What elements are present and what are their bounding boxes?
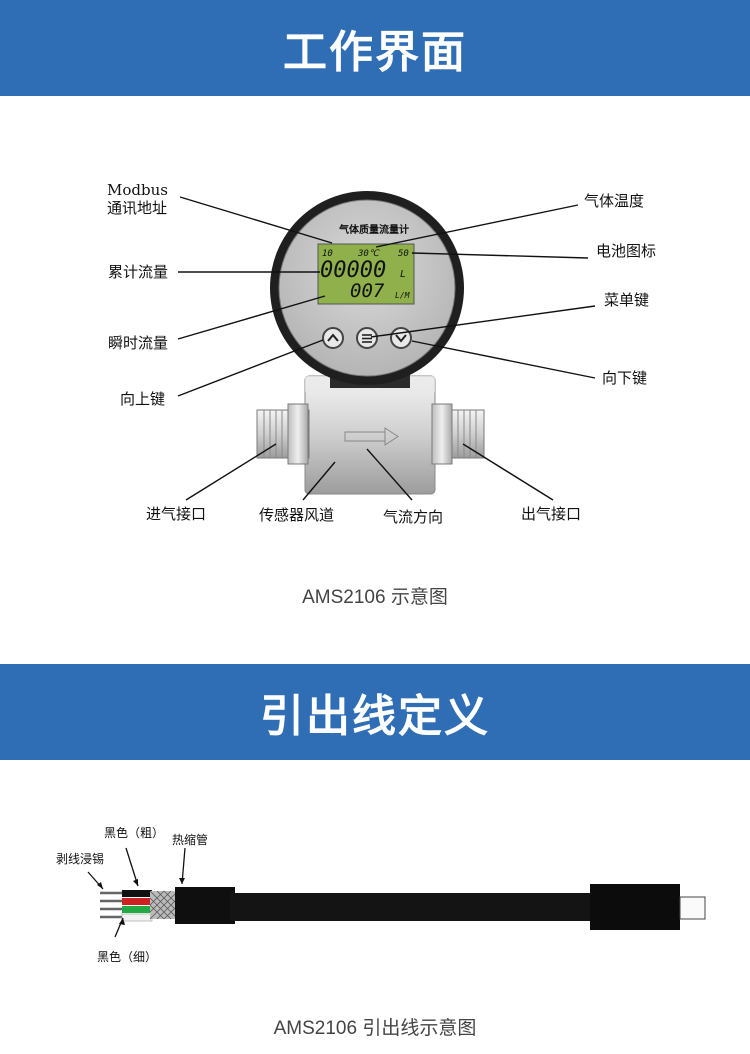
label-outlet: 出气接口 (521, 505, 582, 523)
label-cumulative-flow: 累计流量 (108, 263, 169, 281)
label-sensor-channel: 传感器风道 (259, 506, 335, 524)
label-stripped: 剥线浸锡 (56, 852, 105, 866)
menu-icon (362, 334, 372, 343)
lcd-address: 10 (322, 249, 333, 259)
sensor-body (304, 374, 436, 495)
label-modbus-line2: 通讯地址 (107, 199, 168, 217)
label-heat-shrink: 热缩管 (172, 833, 209, 847)
label-gas-temp: 气体温度 (584, 192, 645, 210)
up-key (322, 327, 344, 349)
lcd-battery: 50 (398, 249, 409, 259)
diagram-caption: AMS2106 引出线示意图 (273, 1018, 477, 1039)
label-inlet: 进气接口 (146, 505, 207, 523)
lcd-instant-unit: L/M (395, 291, 410, 300)
label-modbus: Modbus 通讯地址 (107, 181, 168, 217)
label-menu-key: 菜单键 (604, 291, 650, 309)
face-title: 气体质量流量计 (339, 225, 409, 236)
section-title: 引出线定义 (260, 691, 490, 742)
section-title-banner: 工作界面 (0, 0, 750, 96)
section-title-banner: 引出线定义 (0, 664, 750, 760)
inlet-fitting (256, 403, 310, 465)
lcd-screen (317, 243, 415, 305)
label-modbus-line1: Modbus (107, 181, 168, 199)
label-battery-icon: 电池图标 (596, 242, 657, 260)
section-title: 工作界面 (283, 27, 467, 78)
lcd-total-unit: L (400, 269, 407, 280)
outlet-fitting (431, 403, 485, 465)
diagram-caption: AMS2106 示意图 (302, 587, 448, 608)
lcd-instant: 007 (350, 280, 385, 302)
leader-lines (177, 196, 596, 501)
lcd-total: 00000 (320, 258, 387, 283)
down-key (390, 327, 412, 349)
label-instant-flow: 瞬时流量 (108, 334, 169, 352)
label-black-thick: 黑色（粗） (104, 826, 165, 840)
label-black-thin: 黑色（细） (97, 950, 158, 964)
label-down-key: 向下键 (602, 369, 648, 387)
label-flow-direction: 气流方向 (383, 508, 444, 526)
chevron-down-icon (395, 334, 407, 343)
flow-arrow-icon (344, 427, 399, 446)
chevron-up-icon (327, 333, 339, 342)
lcd-temperature: 30℃ (358, 249, 379, 259)
label-up-key: 向上键 (120, 390, 166, 408)
